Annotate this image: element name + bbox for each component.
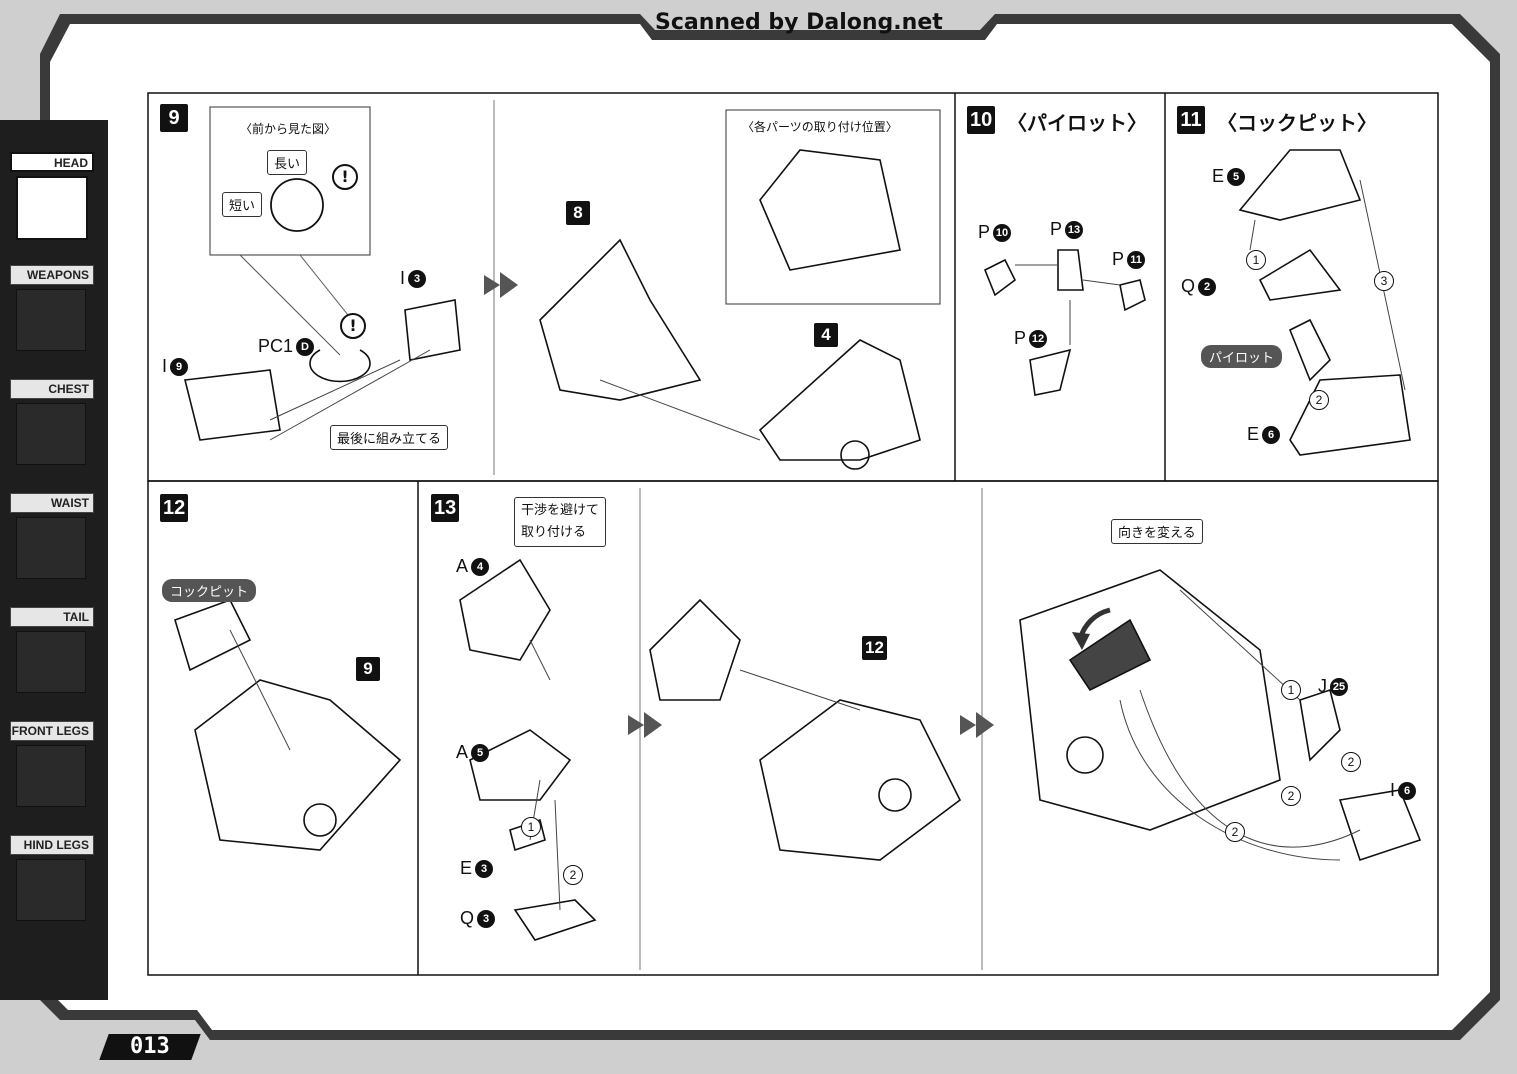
callout-line: 干渉を避けて xyxy=(521,503,600,518)
sidebar-tab-label: HEAD xyxy=(10,152,94,172)
part-letter: J xyxy=(1318,676,1327,696)
part-number-badge: 4 xyxy=(471,558,490,577)
order-marker: 2 xyxy=(1341,752,1361,772)
positions-caption: 〈各パーツの取り付け位置〉 xyxy=(742,120,898,134)
substep-9-number: 9 xyxy=(356,657,380,681)
sidebar-tab-label: TAIL xyxy=(10,607,94,627)
part-letter: A xyxy=(456,556,469,576)
part-letter: PC1 xyxy=(258,336,294,356)
sidebar-tab-label: FRONT LEGS xyxy=(10,721,94,741)
assemble-last-note: 最後に組み立てる xyxy=(330,425,449,450)
sidebar-tab-label: CHEST xyxy=(10,379,94,399)
callout-line: 取り付ける xyxy=(521,525,587,540)
cockpit-label: コックピット xyxy=(162,579,257,602)
part-letter: P xyxy=(1014,328,1027,348)
order-marker: 2 xyxy=(1281,786,1301,806)
waist-thumbnail-icon xyxy=(16,517,86,579)
part-number-badge: 3 xyxy=(408,270,427,289)
tail-thumbnail-icon xyxy=(16,631,86,693)
step-10-number: 10 xyxy=(967,106,996,134)
order-marker: 1 xyxy=(521,817,541,837)
page-number-text: 013 xyxy=(130,1034,170,1059)
order-marker: 2 xyxy=(1225,822,1245,842)
caution-icon: ! xyxy=(340,313,366,339)
page-number: 013 xyxy=(99,1034,201,1060)
front-view-caption: 〈前から見た図〉 xyxy=(240,122,337,136)
caution-icon: ! xyxy=(332,164,358,190)
part-letter: P xyxy=(1112,249,1125,269)
short-label: 短い xyxy=(222,192,263,217)
step-12-number: 12 xyxy=(160,494,189,522)
order-marker: 2 xyxy=(1309,390,1329,410)
part-number-badge: D xyxy=(296,338,315,357)
avoid-interference-callout: 干渉を避けて 取り付ける xyxy=(514,497,607,547)
weapons-thumbnail-icon xyxy=(16,289,86,351)
part-letter: P xyxy=(1050,219,1063,239)
step-13-number: 13 xyxy=(431,494,460,522)
part-number-badge: 11 xyxy=(1127,251,1146,270)
hind-legs-thumbnail-icon xyxy=(16,859,86,921)
part-number-badge: 5 xyxy=(1227,168,1246,187)
long-label: 長い xyxy=(267,150,308,175)
part-letter: A xyxy=(456,742,469,762)
substep-4-number: 4 xyxy=(814,323,838,347)
sidebar-tab-label: HIND LEGS xyxy=(10,835,94,855)
order-marker: 1 xyxy=(1246,250,1266,270)
part-number-badge: 25 xyxy=(1330,678,1348,697)
part-letter: E xyxy=(460,858,473,878)
part-letter: Q xyxy=(460,908,475,928)
part-letter: Q xyxy=(1181,276,1196,296)
order-marker: 3 xyxy=(1374,271,1394,291)
part-number-badge: 12 xyxy=(1029,330,1048,349)
sidebar-tab-label: WAIST xyxy=(10,493,94,513)
part-number-badge: 3 xyxy=(477,910,496,929)
head-thumbnail-icon xyxy=(16,176,88,240)
pilot-label: パイロット xyxy=(1201,345,1283,368)
step-11-title: 〈コックピット〉 xyxy=(1217,111,1377,135)
order-marker: 2 xyxy=(563,865,583,885)
sidebar-tab-label: WEAPONS xyxy=(10,265,94,285)
part-letter: I xyxy=(162,356,168,376)
part-letter: E xyxy=(1212,166,1225,186)
part-letter: E xyxy=(1247,424,1260,444)
substep-12-number: 12 xyxy=(862,636,887,660)
scan-watermark: Scanned by Dalong.net xyxy=(655,10,943,35)
part-number-badge: 2 xyxy=(1198,278,1217,297)
change-orientation-callout: 向きを変える xyxy=(1111,519,1203,544)
order-marker: 1 xyxy=(1281,680,1301,700)
front-legs-thumbnail-icon xyxy=(16,745,86,807)
part-number-badge: 13 xyxy=(1065,221,1084,240)
part-number-badge: 6 xyxy=(1262,426,1281,445)
step-11-number: 11 xyxy=(1177,106,1205,134)
part-number-badge: 6 xyxy=(1398,782,1417,801)
part-number-badge: 3 xyxy=(475,860,494,879)
step-10-title: 〈パイロット〉 xyxy=(1007,111,1147,135)
part-number-badge: 10 xyxy=(993,224,1012,243)
part-number-badge: 9 xyxy=(170,358,189,377)
step-9-number: 9 xyxy=(160,104,188,132)
part-letter: I xyxy=(1390,780,1396,800)
part-letter: I xyxy=(400,268,406,288)
chest-thumbnail-icon xyxy=(16,403,86,465)
substep-8-number: 8 xyxy=(566,201,590,225)
part-number-badge: 5 xyxy=(471,744,490,763)
part-letter: P xyxy=(978,222,991,242)
